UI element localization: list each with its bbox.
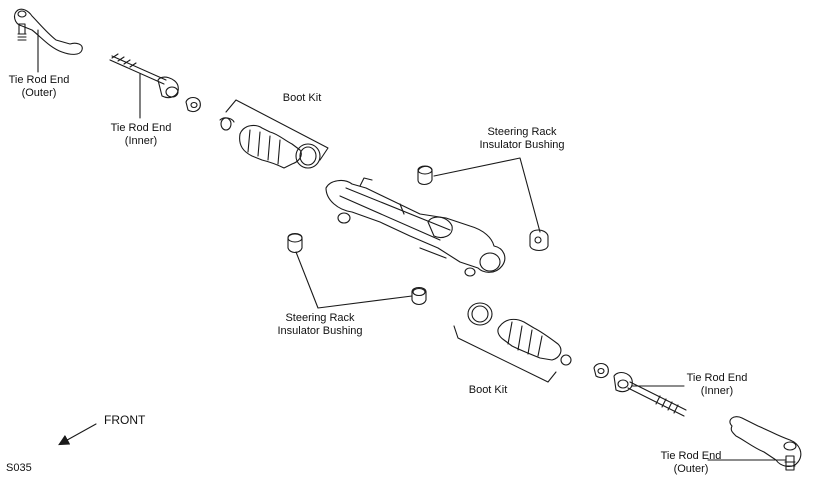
insulator-bushing-upper-1 [417,165,433,186]
tie-rod-end-outer-right-part [729,416,802,471]
label-tie-rod-end-outer-left: Tie Rod End (Outer) [8,74,70,99]
boot-kit-right-bracket [453,325,557,383]
lock-washer-right-part [593,362,609,379]
leader-bushing-upper [433,157,541,233]
boot-kit-right-part [467,302,572,366]
figure-code: S035 [6,462,32,474]
tie-rod-end-outer-left-part [13,8,83,55]
insulator-bushing-upper-2 [529,229,549,252]
boot-kit-left-bracket [225,99,329,161]
label-bushing-upper: Steering Rack Insulator Bushing [479,126,565,151]
label-tie-rod-end-outer-right: Tie Rod End (Outer) [660,450,722,475]
lock-washer-left-part [185,96,201,113]
tie-rod-inner-left-part [109,53,179,99]
insulator-bushing-lower-1 [287,232,303,254]
boot-kit-left-part [219,117,321,169]
label-tie-rod-end-inner-left: Tie Rod End (Inner) [110,122,172,147]
tie-rod-inner-right-part [613,371,687,417]
front-direction-label: FRONT [104,413,146,427]
front-arrow [58,423,97,446]
steering-rack-housing [325,177,506,277]
insulator-bushing-lower-2 [411,286,427,306]
label-boot-kit-right: Boot Kit [468,384,508,396]
leader-bushing-lower [295,251,413,309]
label-bushing-lower: Steering Rack Insulator Bushing [277,312,363,337]
label-boot-kit-left: Boot Kit [282,92,322,104]
label-tie-rod-end-inner-right: Tie Rod End (Inner) [686,372,748,397]
